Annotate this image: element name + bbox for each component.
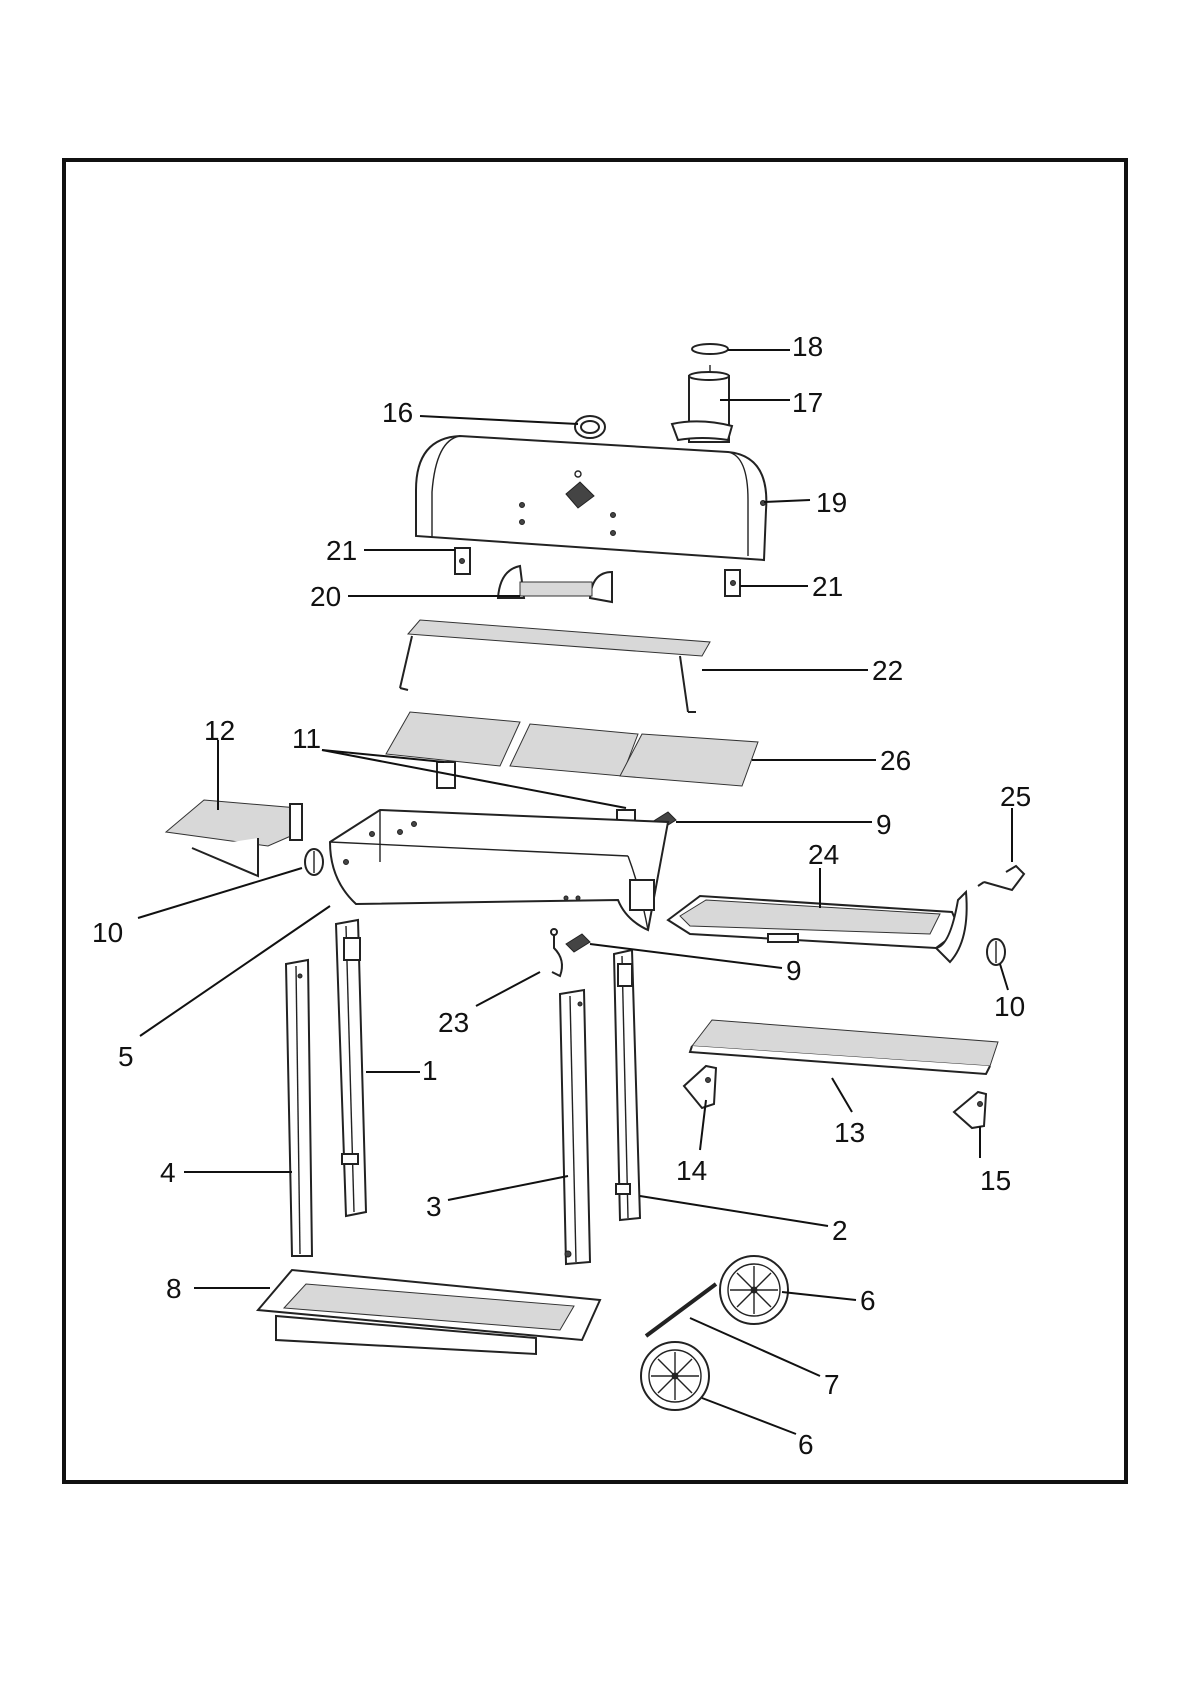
callout-18: 18	[792, 331, 823, 362]
part-6-wheel-upper	[720, 1256, 788, 1324]
part-2-leg	[614, 950, 640, 1220]
part-6-wheel-lower	[641, 1342, 709, 1410]
part-8-bottom-shelf	[258, 1270, 600, 1354]
callout-9-upper: 9	[876, 809, 892, 840]
callout-15: 15	[980, 1165, 1011, 1196]
callout-2: 2	[832, 1215, 848, 1246]
callout-1: 1	[422, 1055, 438, 1086]
callout-14: 14	[676, 1155, 707, 1186]
callout-4: 4	[160, 1157, 176, 1188]
part-4-leg	[286, 960, 312, 1256]
callout-6-lower: 6	[798, 1429, 814, 1460]
callout-22: 22	[872, 655, 903, 686]
callout-5: 5	[118, 1041, 134, 1072]
part-25-tray-handle	[978, 866, 1024, 890]
part-21-hinge-left	[455, 548, 470, 574]
callout-20: 20	[310, 581, 341, 612]
callout-21-left: 21	[326, 535, 357, 566]
part-5-firebox	[330, 810, 668, 930]
part-14-shelf-bracket-left	[684, 1066, 716, 1108]
callout-24: 24	[808, 839, 839, 870]
part-9-bracket-lower	[566, 934, 590, 952]
callout-6-upper: 6	[860, 1285, 876, 1316]
callout-26: 26	[880, 745, 911, 776]
part-12-left-shelf	[166, 800, 302, 876]
part-18-chimney-cap	[692, 344, 728, 354]
part-19-lid	[416, 436, 766, 560]
part-17-chimney	[672, 365, 732, 442]
callout-9-lower: 9	[786, 955, 802, 986]
callout-10-right: 10	[994, 991, 1025, 1022]
callout-25: 25	[1000, 781, 1031, 812]
part-7-axle	[646, 1284, 716, 1336]
part-24-charcoal-tray	[668, 892, 967, 962]
callout-21-right: 21	[812, 571, 843, 602]
part-10-damper-right	[987, 939, 1005, 965]
part-10-damper-left	[305, 849, 323, 875]
part-22-warming-rack	[400, 620, 710, 712]
part-3-leg	[560, 990, 590, 1264]
callout-16: 16	[382, 397, 413, 428]
callout-12: 12	[204, 715, 235, 746]
callout-11: 11	[292, 723, 321, 754]
part-15-shelf-bracket-right	[954, 1092, 986, 1128]
part-23-hook	[551, 929, 562, 976]
part-1-leg	[336, 920, 366, 1216]
callout-7: 7	[824, 1369, 840, 1400]
part-13-front-shelf	[690, 1020, 998, 1074]
part-21-hinge-right	[725, 570, 740, 596]
callout-19: 19	[816, 487, 847, 518]
callout-23: 23	[438, 1007, 469, 1038]
callout-8: 8	[166, 1273, 182, 1304]
part-16-temperature-gauge	[575, 416, 605, 438]
callout-3: 3	[426, 1191, 442, 1222]
callout-10-left: 10	[92, 917, 123, 948]
callout-17: 17	[792, 387, 823, 418]
callout-13: 13	[834, 1117, 865, 1148]
